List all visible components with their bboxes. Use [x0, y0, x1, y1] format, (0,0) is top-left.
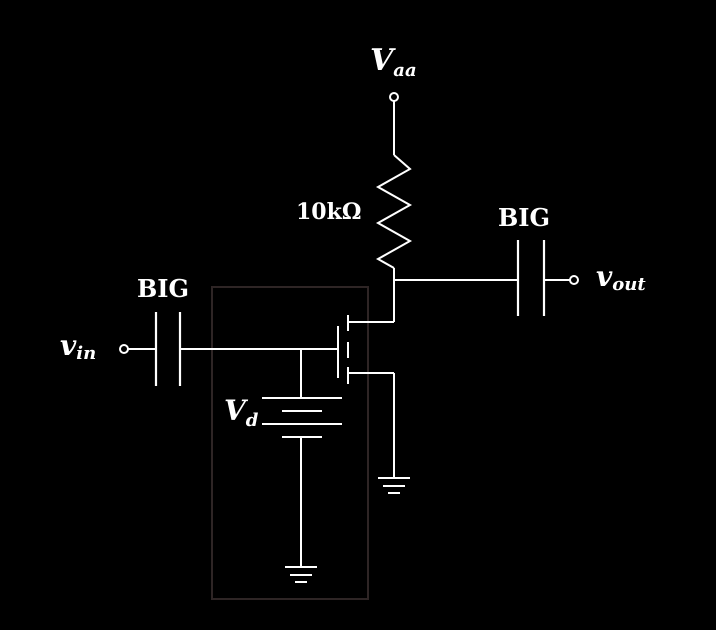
- resistor-label: 10kΩ: [296, 199, 361, 225]
- supply-terminal: [389, 92, 399, 102]
- bias-highlight-box: [211, 286, 369, 600]
- output-terminal: [569, 275, 579, 285]
- supply-label: Vaa: [370, 43, 417, 81]
- bias-voltage-label: Vd: [224, 394, 259, 431]
- output-label: vout: [596, 260, 646, 295]
- input-cap-label: BIG: [137, 274, 189, 303]
- input-terminal: [119, 344, 129, 354]
- output-cap-label: BIG: [498, 203, 550, 232]
- resistor: [375, 154, 413, 269]
- input-label: vin: [60, 329, 96, 364]
